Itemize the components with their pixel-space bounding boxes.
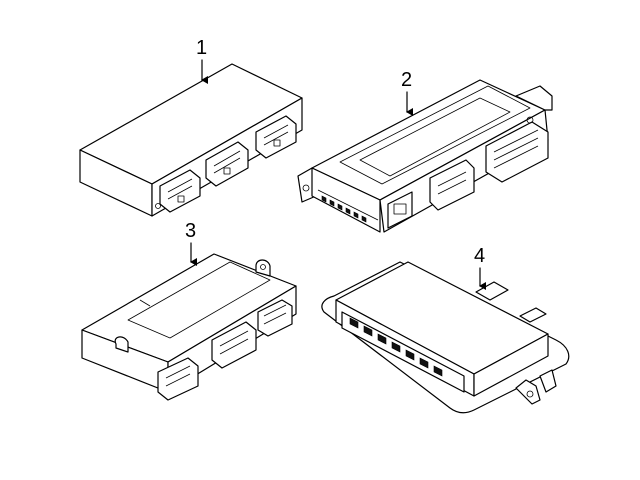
connector-2b [429,159,475,211]
callout-2: 2 [401,69,413,116]
callout-label-2: 2 [401,69,412,91]
module-2[interactable] [297,79,553,233]
module-4[interactable] [321,261,570,414]
module-3[interactable] [81,253,297,401]
connector-1c [255,115,297,159]
connector-1b [205,141,249,187]
connector-3c [257,299,293,337]
connector-4a [341,311,465,393]
callout-3: 3 [185,220,197,266]
connector-3a [157,357,199,401]
connector-2a [387,191,413,229]
callout-label-3: 3 [185,220,196,242]
callout-1: 1 [196,37,208,84]
connector-3b [211,321,257,369]
callout-label-4: 4 [474,245,485,267]
module-1[interactable] [79,63,303,217]
callout-4: 4 [474,245,486,290]
callout-label-1: 1 [196,37,207,59]
